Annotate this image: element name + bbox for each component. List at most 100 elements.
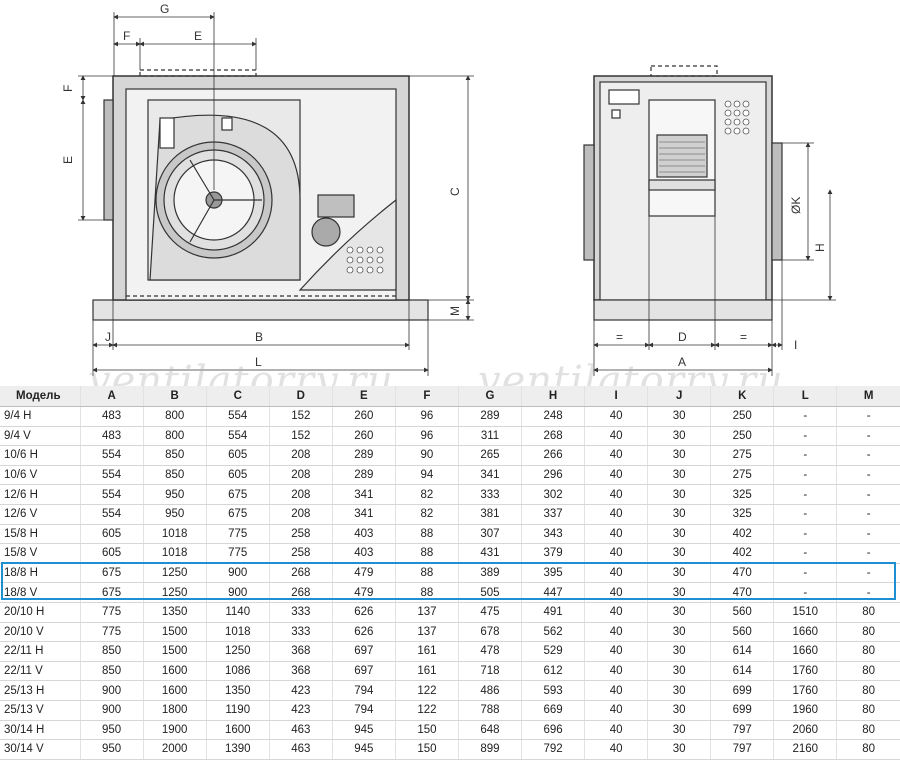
model-cell: 20/10 V [0,622,81,643]
model-cell: 9/4 H [0,406,81,427]
value-cell: 718 [457,661,522,682]
value-cell: 80 [836,720,900,741]
value-cell: 945 [331,739,396,760]
value-cell: 479 [331,563,396,584]
value-cell: 80 [836,661,900,682]
value-cell: 30 [647,543,711,564]
value-cell: 775 [79,622,144,643]
value-cell: 88 [394,582,459,603]
value-cell: 333 [457,484,522,505]
value-cell: 945 [331,720,396,741]
value-cell: 850 [142,445,207,466]
value-cell: 486 [457,680,522,701]
column-header-c: C [205,386,270,407]
value-cell: 423 [268,680,333,701]
column-header-k: K [710,386,774,407]
model-cell: 22/11 H [0,641,81,662]
value-cell: 1350 [205,680,270,701]
value-cell: 431 [457,543,522,564]
value-cell: 30 [647,582,711,603]
value-cell: 483 [79,426,144,447]
value-cell: 275 [710,445,774,466]
value-cell: 80 [836,641,900,662]
value-cell: 614 [710,661,774,682]
value-cell: 593 [521,680,585,701]
value-cell: 40 [584,661,648,682]
value-cell: 696 [521,720,585,741]
value-cell: 402 [710,543,774,564]
value-cell: 775 [79,602,144,623]
value-cell: 562 [521,622,585,643]
value-cell: 341 [457,465,522,486]
column-header-e: E [331,386,396,407]
value-cell: 554 [79,465,144,486]
value-cell: 208 [268,445,333,466]
value-cell: 368 [268,641,333,662]
value-cell: 90 [394,445,459,466]
value-cell: 368 [268,661,333,682]
value-cell: 554 [79,484,144,505]
value-cell: 479 [331,582,396,603]
dim-label-e-top: E [194,29,202,43]
value-cell: 379 [521,543,585,564]
value-cell: 950 [142,504,207,525]
value-cell: 122 [394,680,459,701]
value-cell: 678 [457,622,522,643]
value-cell: 80 [836,602,900,623]
dim-label-c: C [448,187,462,196]
value-cell: 775 [205,543,270,564]
value-cell: 30 [647,641,711,662]
value-cell: 268 [521,426,585,447]
value-cell: 150 [394,720,459,741]
value-cell: 675 [205,484,270,505]
value-cell: 333 [268,602,333,623]
value-cell: 311 [457,426,522,447]
model-cell: 18/8 H [0,563,81,584]
value-cell: 1018 [142,543,207,564]
value-cell: 258 [268,524,333,545]
column-header-d: D [268,386,333,407]
column-header-b: B [142,386,207,407]
value-cell: 402 [710,524,774,545]
value-cell: - [773,504,837,525]
value-cell: 614 [710,641,774,662]
value-cell: 208 [268,484,333,505]
value-cell: 1140 [205,602,270,623]
value-cell: 289 [331,445,396,466]
value-cell: - [773,406,837,427]
column-header-g: G [457,386,522,407]
value-cell: 529 [521,641,585,662]
value-cell: 30 [647,524,711,545]
value-cell: - [773,465,837,486]
value-cell: 289 [331,465,396,486]
value-cell: 30 [647,563,711,584]
value-cell: 1600 [205,720,270,741]
value-cell: 403 [331,524,396,545]
value-cell: - [836,484,900,505]
dim-label-l: L [255,355,262,369]
value-cell: 669 [521,700,585,721]
value-cell: 1660 [773,622,837,643]
value-cell: - [836,406,900,427]
value-cell: 30 [647,445,711,466]
value-cell: 30 [647,504,711,525]
value-cell: 699 [710,680,774,701]
value-cell: 208 [268,465,333,486]
value-cell: 137 [394,602,459,623]
value-cell: 463 [268,720,333,741]
value-cell: 40 [584,720,648,741]
value-cell: - [773,563,837,584]
value-cell: 40 [584,622,648,643]
column-header-a: A [79,386,144,407]
value-cell: 605 [79,524,144,545]
